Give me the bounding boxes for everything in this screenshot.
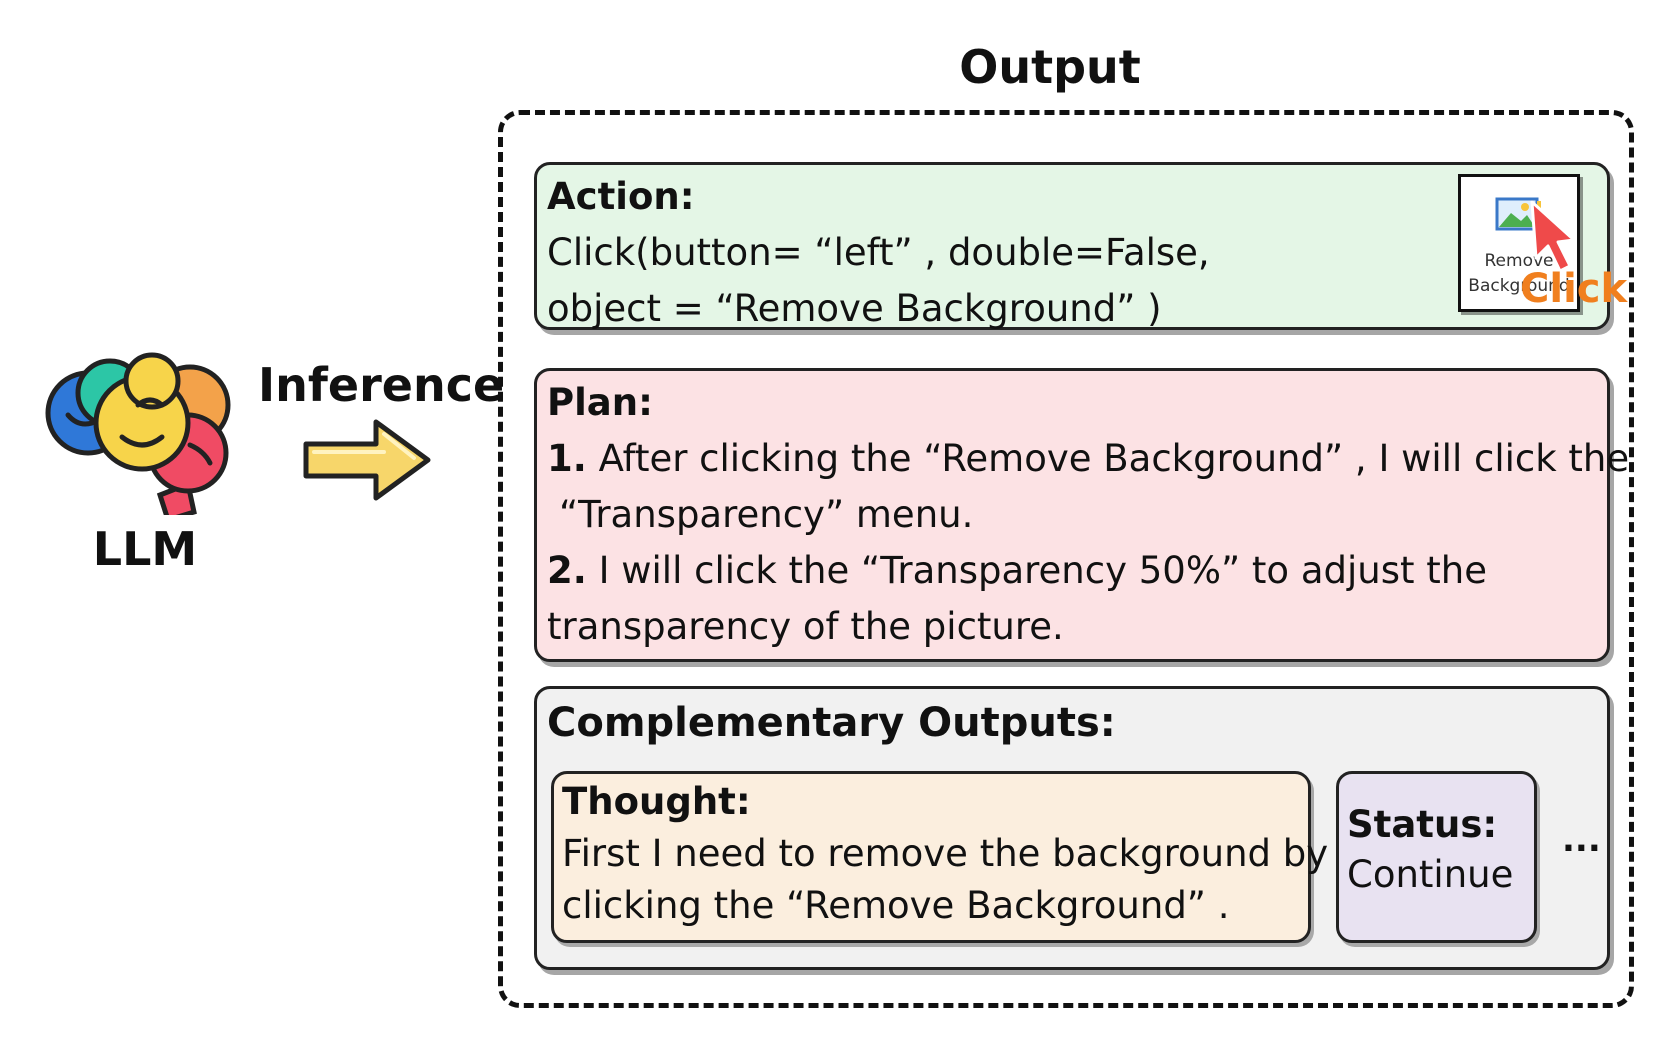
step-text: After clicking the “Remove Background” ,… <box>586 437 1630 480</box>
thought-line-1: First I need to remove the background by <box>562 832 1329 875</box>
more-ellipsis: ... <box>1562 820 1601 860</box>
plan-step-1-continued: “Transparency” menu. <box>559 493 974 536</box>
step-text: I will click the “Transparency 50%” to a… <box>586 549 1487 592</box>
inference-label: Inference <box>258 358 505 412</box>
status-heading: Status: <box>1347 803 1498 846</box>
plan-step-2-continued: transparency of the picture. <box>547 605 1064 648</box>
plan-card: Plan: 1. After clicking the “Remove Back… <box>534 368 1629 662</box>
output-frame <box>498 110 1634 1008</box>
status-card: Status: Continue <box>1336 771 1537 943</box>
llm-label: LLM <box>92 522 198 576</box>
action-heading: Action: <box>547 175 695 218</box>
action-line-2: object = “Remove Background” ) <box>547 287 1162 330</box>
picture-icon <box>1495 197 1541 235</box>
plan-step-1: 1. After clicking the “Remove Background… <box>547 431 1629 487</box>
brain-icon <box>45 352 231 515</box>
thought-heading: Thought: <box>562 780 751 823</box>
action-card: Action: Click(button= “left” , double=Fa… <box>534 162 1610 330</box>
step-number: 2. <box>547 549 587 592</box>
plan-step-2: 2. I will click the “Transparency 50%” t… <box>547 543 1595 599</box>
status-value: Continue <box>1347 853 1514 896</box>
right-arrow-icon <box>303 419 431 501</box>
step-number: 1. <box>547 437 587 480</box>
complementary-heading: Complementary Outputs: <box>547 700 1116 746</box>
thought-card: Thought: First I need to remove the back… <box>551 771 1329 943</box>
plan-heading: Plan: <box>547 381 653 424</box>
thought-line-2: clicking the “Remove Background” . <box>562 884 1230 927</box>
output-title: Output <box>959 40 1141 94</box>
click-label: Click <box>1520 266 1628 312</box>
cursor-icon <box>1530 200 1576 273</box>
action-line-1: Click(button= “left” , double=False, <box>547 231 1210 274</box>
